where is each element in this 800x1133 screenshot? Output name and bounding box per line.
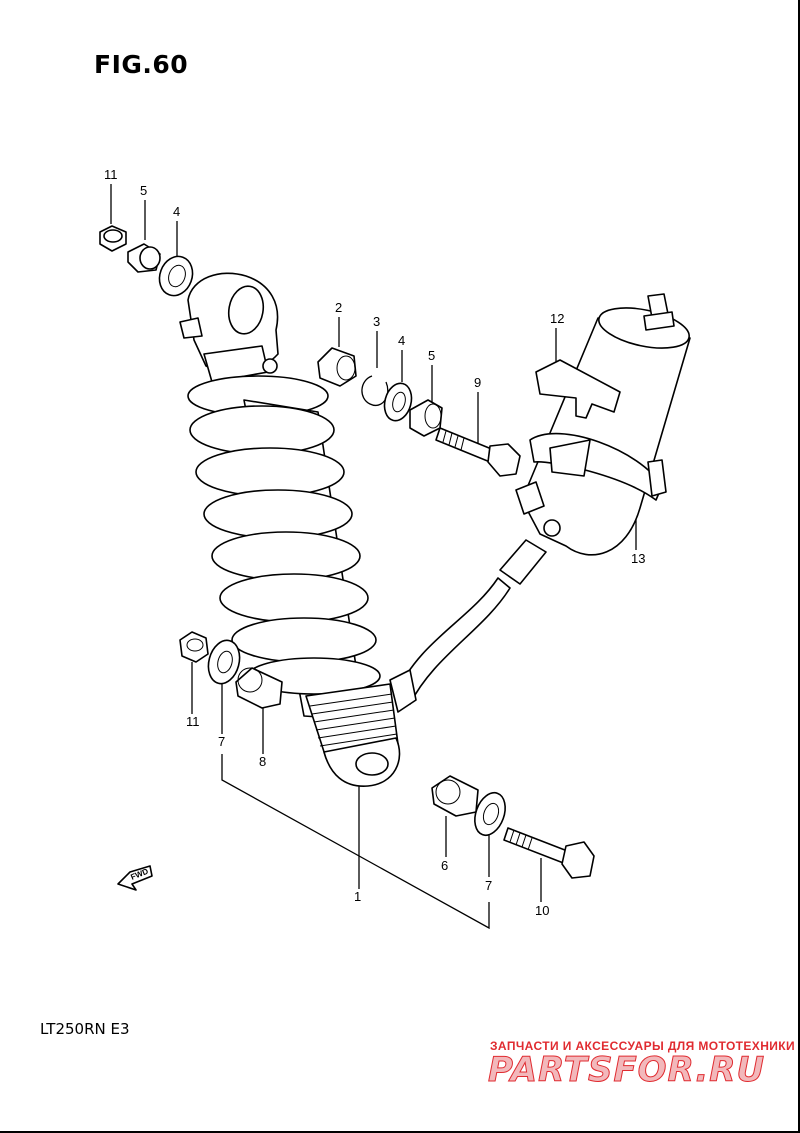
callout-5-mid[interactable]: 5 [428, 348, 435, 363]
callout-1[interactable]: 1 [354, 889, 361, 904]
lower-hardware-left [179, 631, 283, 709]
callout-9[interactable]: 9 [474, 375, 481, 390]
callout-11-bottom[interactable]: 11 [186, 714, 200, 729]
figure-title: FIG.60 [94, 50, 189, 79]
callout-11-top[interactable]: 11 [104, 167, 118, 182]
reservoir-assembly [389, 293, 691, 713]
callout-8[interactable]: 8 [259, 754, 266, 769]
callout-4-top[interactable]: 4 [173, 204, 180, 219]
callout-2[interactable]: 2 [335, 300, 342, 315]
upper-hardware-right [317, 347, 521, 477]
callout-7-left[interactable]: 7 [218, 734, 225, 749]
callout-12[interactable]: 12 [550, 311, 564, 326]
callout-10[interactable]: 10 [535, 903, 549, 918]
forward-direction-arrow: FWD [117, 865, 153, 891]
watermark-tagline: ЗАПЧАСТИ И АКСЕССУАРЫ ДЛЯ МОТОТЕХНИКИ [490, 1039, 796, 1053]
model-code: LT250RN E3 [40, 1020, 130, 1038]
lower-hardware-right [431, 775, 595, 879]
callout-5-top[interactable]: 5 [140, 183, 147, 198]
callout-labels: 11 5 4 2 3 4 5 9 12 14 13 11 7 8 1 6 7 1… [104, 167, 645, 918]
coil-spring [189, 405, 381, 695]
watermark-brand: PARTSFOR.RU [487, 1050, 766, 1091]
leader-lines [110, 184, 637, 930]
upper-hardware-left [99, 225, 194, 297]
callout-13[interactable]: 13 [631, 551, 645, 566]
shock-absorber-body [179, 272, 401, 787]
callout-7-right[interactable]: 7 [485, 878, 492, 893]
callout-3[interactable]: 3 [373, 314, 380, 329]
callout-4-mid[interactable]: 4 [398, 333, 405, 348]
callout-6[interactable]: 6 [441, 858, 448, 873]
